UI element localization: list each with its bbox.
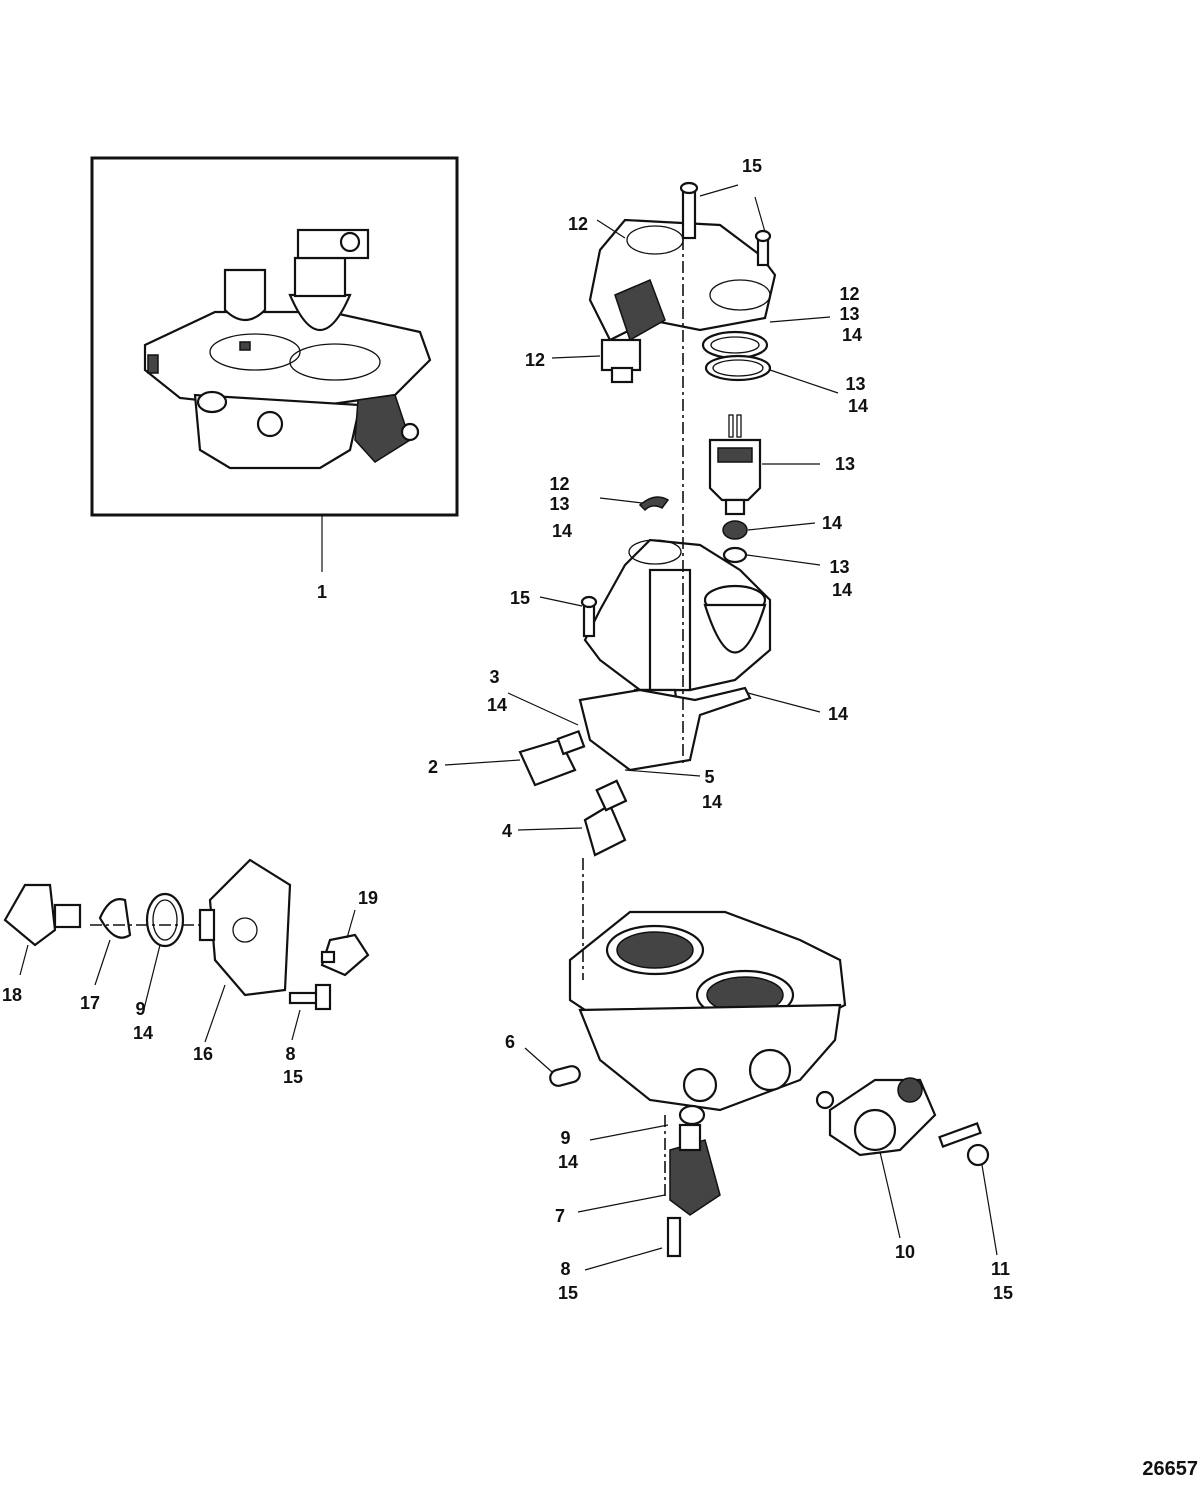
callout-19: 19: [358, 888, 378, 908]
callout-5-14: 5 14: [702, 767, 722, 812]
callout-14-a: 14: [822, 513, 842, 533]
callout-13-14-a: 13 14: [845, 374, 870, 416]
callout-11-15: 11 15: [991, 1259, 1015, 1303]
injector-seals: [722, 520, 748, 564]
assembled-throttle-body-inset: [90, 156, 459, 517]
diagram-id-label: 26657: [1142, 1458, 1198, 1480]
throttle-body: [549, 910, 990, 1258]
callout-12-13-14-a: 12 13 14: [839, 284, 864, 345]
leader-lines: [19, 184, 998, 1271]
retainer-clip: [638, 496, 670, 512]
callout-14-b: 14: [828, 704, 848, 724]
callout-17: 17: [80, 993, 100, 1013]
callout-13-a: 13: [835, 454, 855, 474]
callout-2: 2: [428, 757, 438, 777]
callout-7: 7: [555, 1206, 565, 1226]
callout-6: 6: [505, 1032, 515, 1052]
mid-gasket: [578, 686, 752, 772]
callout-15-top: 15: [742, 156, 762, 176]
callout-15-mid: 15: [510, 588, 530, 608]
callout-1: 1: [317, 582, 327, 602]
callout-8-15-left: 8 15: [283, 1044, 303, 1087]
callout-16: 16: [193, 1044, 213, 1064]
fuel-injector: [708, 414, 762, 516]
idle-air-group: [3, 858, 370, 1011]
callout-10: 10: [895, 1242, 915, 1262]
callout-labels: 1 15 12 12 13 14 12 13 14 13 12 13 14 14…: [2, 156, 1015, 1303]
fuel-inlet-fitting: [518, 729, 586, 787]
fuel-outlet-fitting: [583, 779, 628, 857]
alignment-lines: [90, 238, 684, 1200]
upper-gaskets: [701, 330, 772, 382]
callout-9-14-left: 9 14: [133, 999, 153, 1043]
callout-13-14-b: 13 14: [829, 557, 854, 600]
callout-18: 18: [2, 985, 22, 1005]
callout-12-a: 12: [568, 214, 588, 234]
callout-4: 4: [502, 821, 512, 841]
callout-12-13-14-b: 12 13 14: [549, 474, 574, 541]
callout-3-14: 3 14: [487, 667, 507, 715]
callout-12-b: 12: [525, 350, 545, 370]
callout-8-15-right: 8 15: [558, 1259, 578, 1303]
callout-9-14-right: 9 14: [558, 1128, 578, 1172]
